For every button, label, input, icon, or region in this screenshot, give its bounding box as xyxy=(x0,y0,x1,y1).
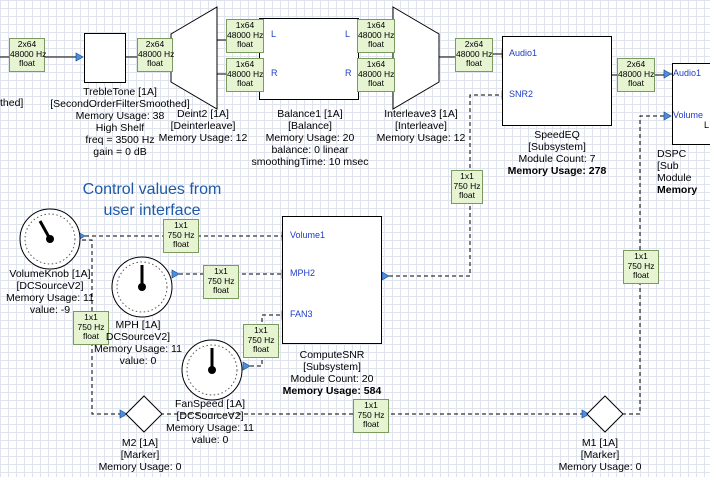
m2-marker-module[interactable] xyxy=(125,395,163,433)
snr-pin-fan3: FAN3 xyxy=(290,309,313,319)
snr-pin-volume1: Volume1 xyxy=(290,230,326,240)
deint-label: Deint2 [1A][Deinterleave]Memory Usage: 1… xyxy=(158,108,248,144)
fan-speed-label: FanSpeed [1A][DCSourceV2] Memory Usage: … xyxy=(166,398,254,446)
treble-tone-label: TrebleTone [1A][SecondOrderFilterSmoothe… xyxy=(50,86,190,158)
mph-knob-module[interactable] xyxy=(110,255,174,319)
speedeq-pin-audio1: Audio1 xyxy=(509,48,538,58)
dspc-module[interactable] xyxy=(672,63,710,145)
m2-marker-label: M2 [1A][Marker]Memory Usage: 0 xyxy=(98,437,182,473)
interleave-label: Interleave3 [1A][Interleave]Memory Usage… xyxy=(376,108,466,144)
dspc-pin-volume: Volume xyxy=(673,110,704,120)
interleave-module[interactable] xyxy=(392,6,440,110)
volume-knob-ticks-icon xyxy=(24,213,76,265)
balance-pin-l-out: L xyxy=(345,29,351,39)
snr-pin-mph2: MPH2 xyxy=(290,268,316,278)
left-edge-module-label: thed] xyxy=(0,97,24,109)
fan-knob-module[interactable] xyxy=(180,338,244,402)
speedeq-pin-snr2: SNR2 xyxy=(509,89,534,99)
m1-marker-module[interactable] xyxy=(586,395,624,433)
dspc-pin-fragment: L xyxy=(704,120,710,130)
balance-pin-r-in: R xyxy=(271,68,278,78)
treble-tone-module[interactable] xyxy=(84,33,126,83)
balance-pin-r-out: R xyxy=(345,68,352,78)
balance-pin-l-in: L xyxy=(271,29,277,39)
fan-knob-ticks-icon xyxy=(186,344,238,396)
compute-snr-module[interactable] xyxy=(282,216,382,344)
balance-module[interactable] xyxy=(259,18,359,100)
wire-m1-to-dspc xyxy=(622,115,672,415)
speedeq-module[interactable] xyxy=(502,36,612,126)
mph-knob-ticks-icon xyxy=(116,261,168,313)
volume-knob-module[interactable] xyxy=(18,207,82,271)
m1-marker-label: M1 [1A][Marker]Memory Usage: 0 xyxy=(558,437,642,473)
dspc-pin-audio1: Audio1 xyxy=(673,68,702,78)
volume-knob-label: VolumeKnob [1A][DCSourceV2] Memory Usage… xyxy=(6,268,94,316)
